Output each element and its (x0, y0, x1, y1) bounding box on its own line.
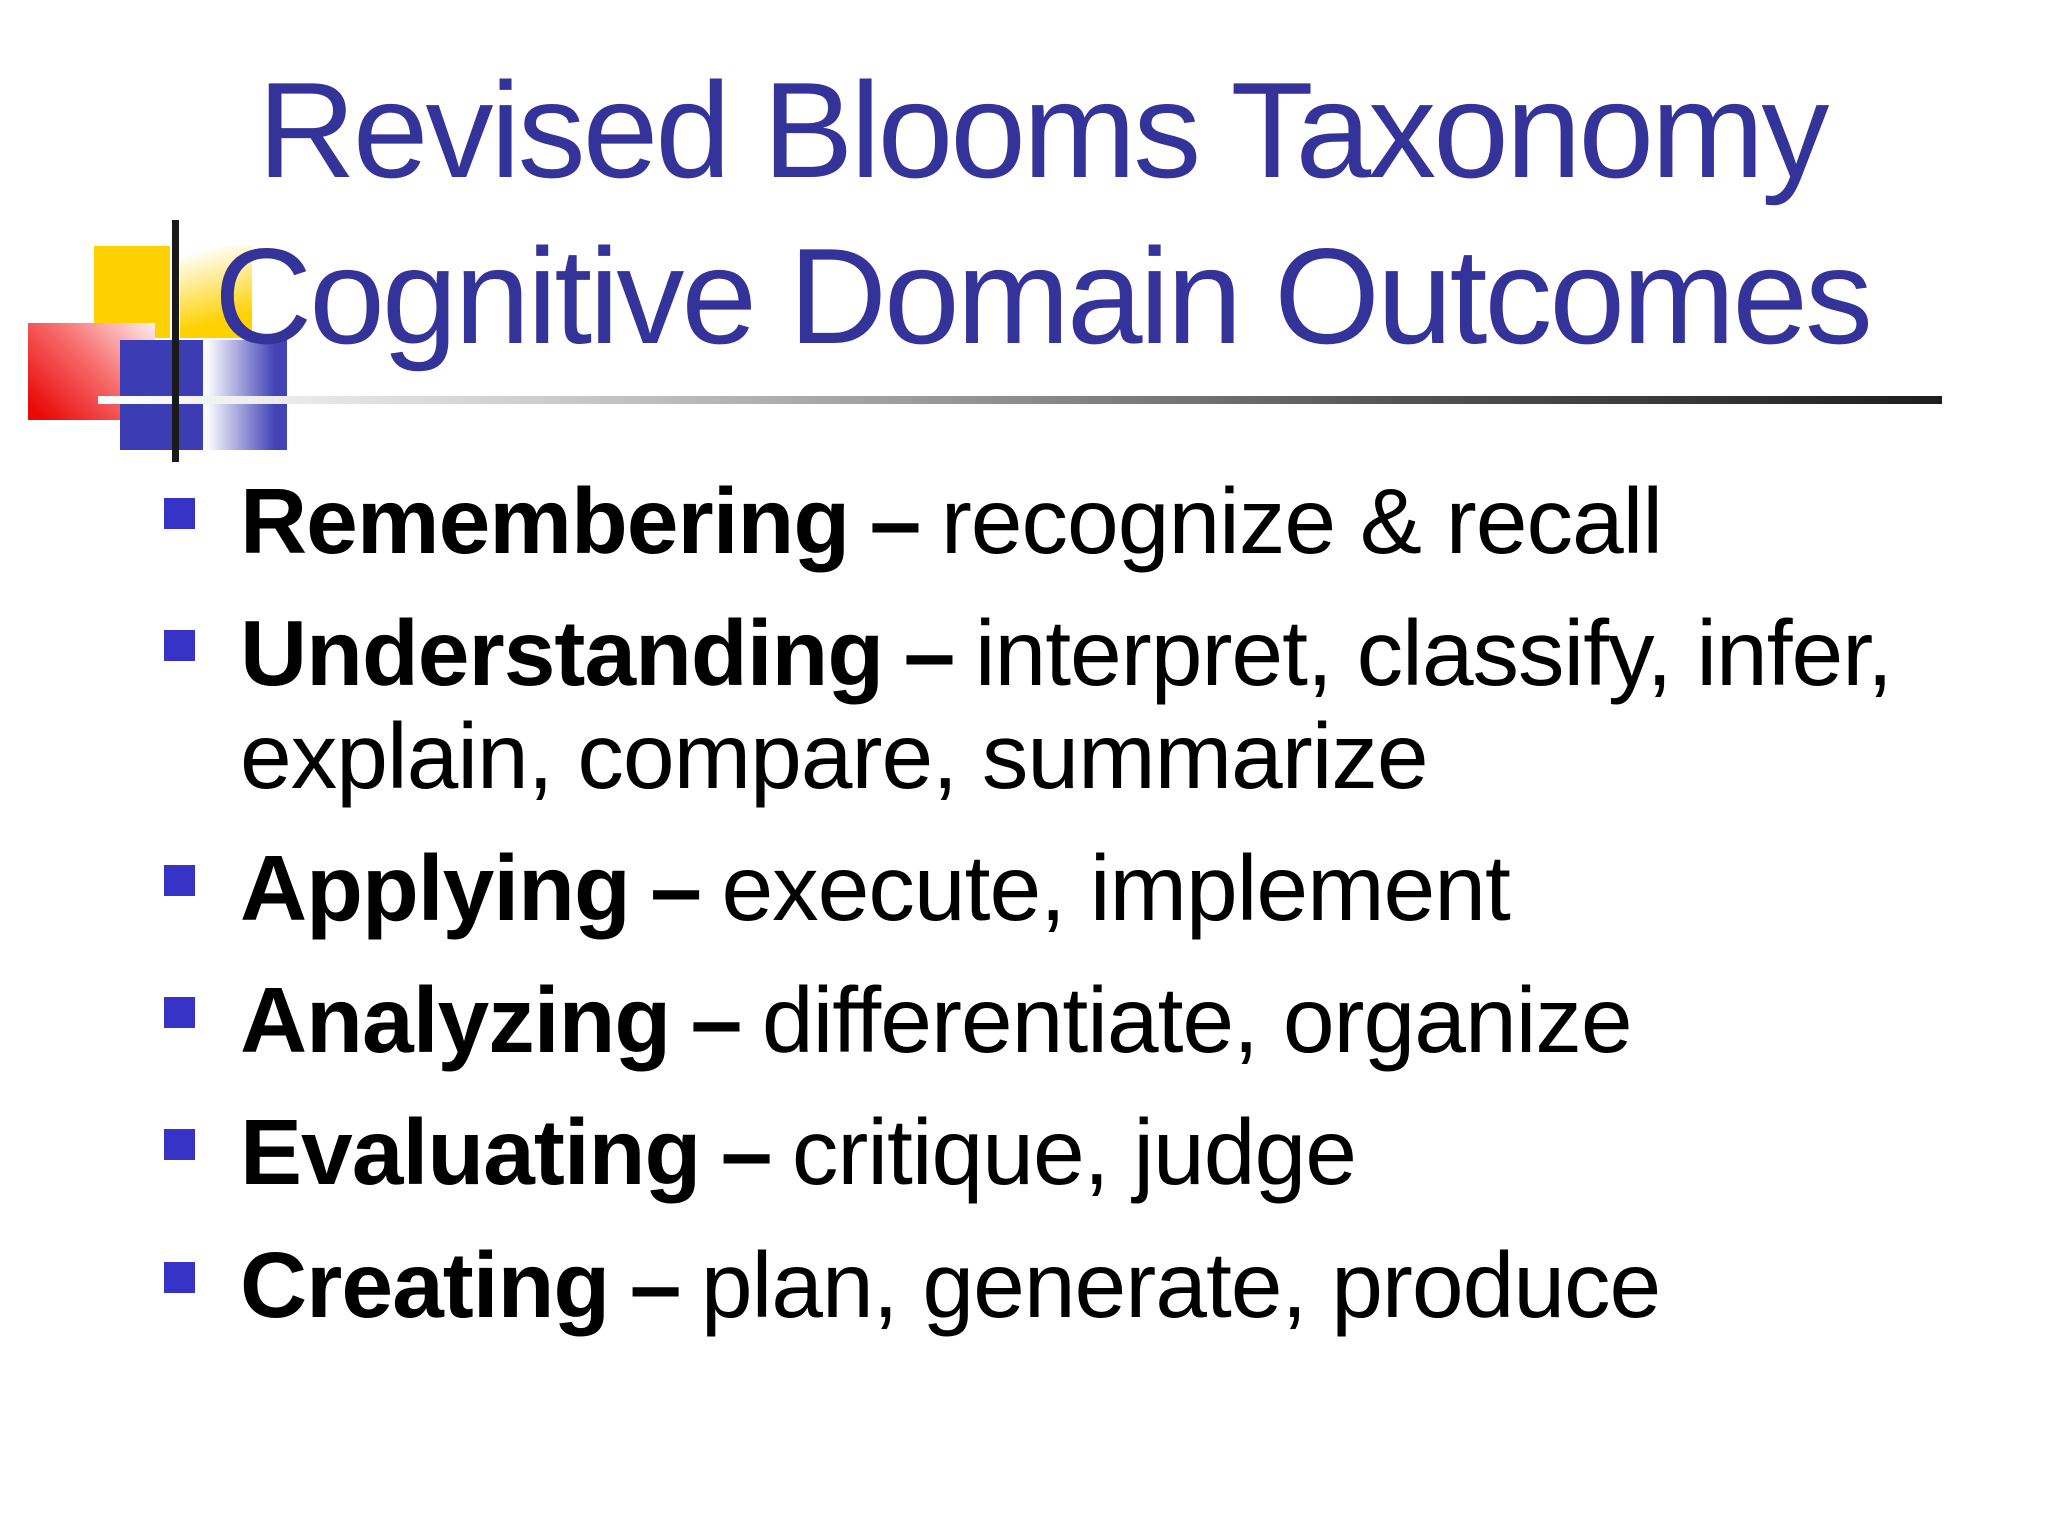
bullet-detail-wrapped: explain, compare, summarize (240, 703, 1429, 808)
bullet-square-icon (164, 864, 195, 896)
bullet-term: Remembering (240, 469, 850, 573)
decor-yellow-gradient-square (180, 246, 252, 338)
bullet-term: Understanding (240, 601, 884, 706)
list-item: Analyzing–differentiate, organize (162, 969, 1952, 1071)
slide-title-line-1: Revised Blooms Taxonomy (257, 54, 1830, 206)
bullet-list: Remembering–recognize & recall Understan… (162, 470, 1952, 1366)
bullet-square-icon (164, 630, 195, 662)
slide-title: Revised Blooms Taxonomy Cognitive Domain… (180, 48, 1904, 380)
bullet-separator: – (903, 601, 956, 706)
slide-title-line-2: Cognitive Domain Outcomes (214, 219, 1873, 372)
bullet-term: Applying (240, 835, 631, 940)
bullet-detail: execute, implement (721, 835, 1510, 940)
list-item: Evaluating–critique, judge (162, 1100, 1952, 1205)
bullet-square-icon (164, 498, 195, 529)
bullet-separator: – (690, 968, 743, 1073)
bullet-separator: – (720, 1100, 773, 1205)
list-item: Remembering–recognize & recall (162, 470, 1952, 572)
list-item: Creating–plan, generate, produce (162, 1234, 1952, 1336)
title-divider-line (98, 396, 1942, 404)
bullet-detail: critique, judge (791, 1100, 1357, 1205)
decor-vertical-line (172, 220, 179, 462)
bullet-square-icon (164, 997, 195, 1029)
bullet-term: Analyzing (240, 968, 671, 1073)
bullet-detail: recognize & recall (940, 469, 1663, 573)
bullet-term: Evaluating (240, 1100, 701, 1205)
list-item: Applying–execute, implement (162, 837, 1952, 939)
bullet-separator: – (650, 835, 702, 940)
bullet-square-icon (164, 1129, 195, 1161)
list-item: Understanding–interpret, classify, infer… (162, 602, 1952, 807)
decor-blue-gradient-square (205, 340, 287, 450)
bullet-detail: plan, generate, produce (700, 1232, 1661, 1337)
bullet-term: Creating (240, 1232, 610, 1337)
bullet-square-icon (164, 1261, 195, 1293)
bullet-separator: – (629, 1232, 682, 1337)
decor-blue-square (120, 340, 203, 450)
bullet-detail: interpret, classify, infer, (974, 601, 1893, 706)
bullet-detail: differentiate, organize (761, 968, 1633, 1073)
bullet-separator: – (869, 469, 922, 573)
decor-yellow-square (94, 246, 170, 338)
